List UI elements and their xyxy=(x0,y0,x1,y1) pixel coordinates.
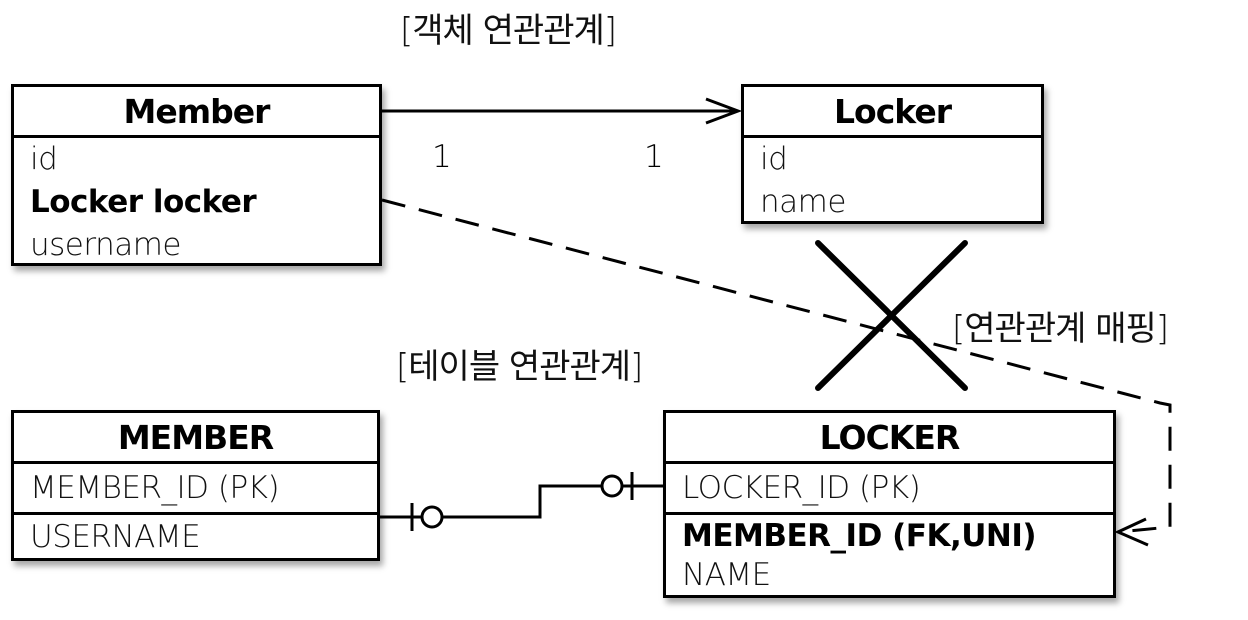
target-multiplicity: 1 xyxy=(644,139,664,175)
field-id: id xyxy=(30,141,58,177)
zero-or-one-member-end-icon xyxy=(410,503,444,531)
source-multiplicity: 1 xyxy=(432,139,452,175)
class-locker-fields: id name xyxy=(744,138,1041,224)
cross-out-icon xyxy=(815,240,968,391)
table-member-columns: USERNAME xyxy=(14,515,377,558)
caption-mapping: [연관관계 매핑] xyxy=(952,309,1169,349)
mapping-dashed-arrow xyxy=(381,198,1172,547)
table-locker-pk-section: LOCKER_ID (PK) xyxy=(666,464,1113,515)
class-member-fields: id Locker locker username xyxy=(14,138,379,267)
class-locker-title: Locker xyxy=(744,87,1041,138)
column-name: NAME xyxy=(682,557,771,593)
class-member-title: Member xyxy=(14,87,379,138)
field-id: id xyxy=(760,141,788,177)
caption-table-relation: [테이블 연관관계] xyxy=(396,347,643,387)
table-locker-title: LOCKER xyxy=(666,413,1113,464)
field-username: username xyxy=(30,227,182,263)
table-locker-columns: MEMBER_ID (FK,UNI) NAME xyxy=(666,515,1113,595)
table-member-title: MEMBER xyxy=(14,413,377,464)
column-member-id-pk: MEMBER_ID (PK) xyxy=(30,470,280,506)
column-locker-id-pk: LOCKER_ID (PK) xyxy=(682,470,921,506)
association-arrow xyxy=(380,97,743,125)
class-member[interactable]: Member id Locker locker username xyxy=(11,84,382,266)
table-member[interactable]: MEMBER MEMBER_ID (PK) USERNAME xyxy=(11,410,380,561)
column-username: USERNAME xyxy=(30,519,201,555)
er-relationship-line xyxy=(378,472,664,531)
table-member-pk-section: MEMBER_ID (PK) xyxy=(14,464,377,515)
table-locker[interactable]: LOCKER LOCKER_ID (PK) MEMBER_ID (FK,UNI)… xyxy=(663,410,1116,598)
column-member-id-fk: MEMBER_ID (FK,UNI) xyxy=(682,518,1037,554)
field-name: name xyxy=(760,184,846,220)
zero-or-one-locker-end-icon xyxy=(600,472,634,500)
class-locker[interactable]: Locker id name xyxy=(741,84,1044,224)
field-locker: Locker locker xyxy=(30,184,257,220)
caption-object-relation: [객체 연관관계] xyxy=(400,11,617,51)
